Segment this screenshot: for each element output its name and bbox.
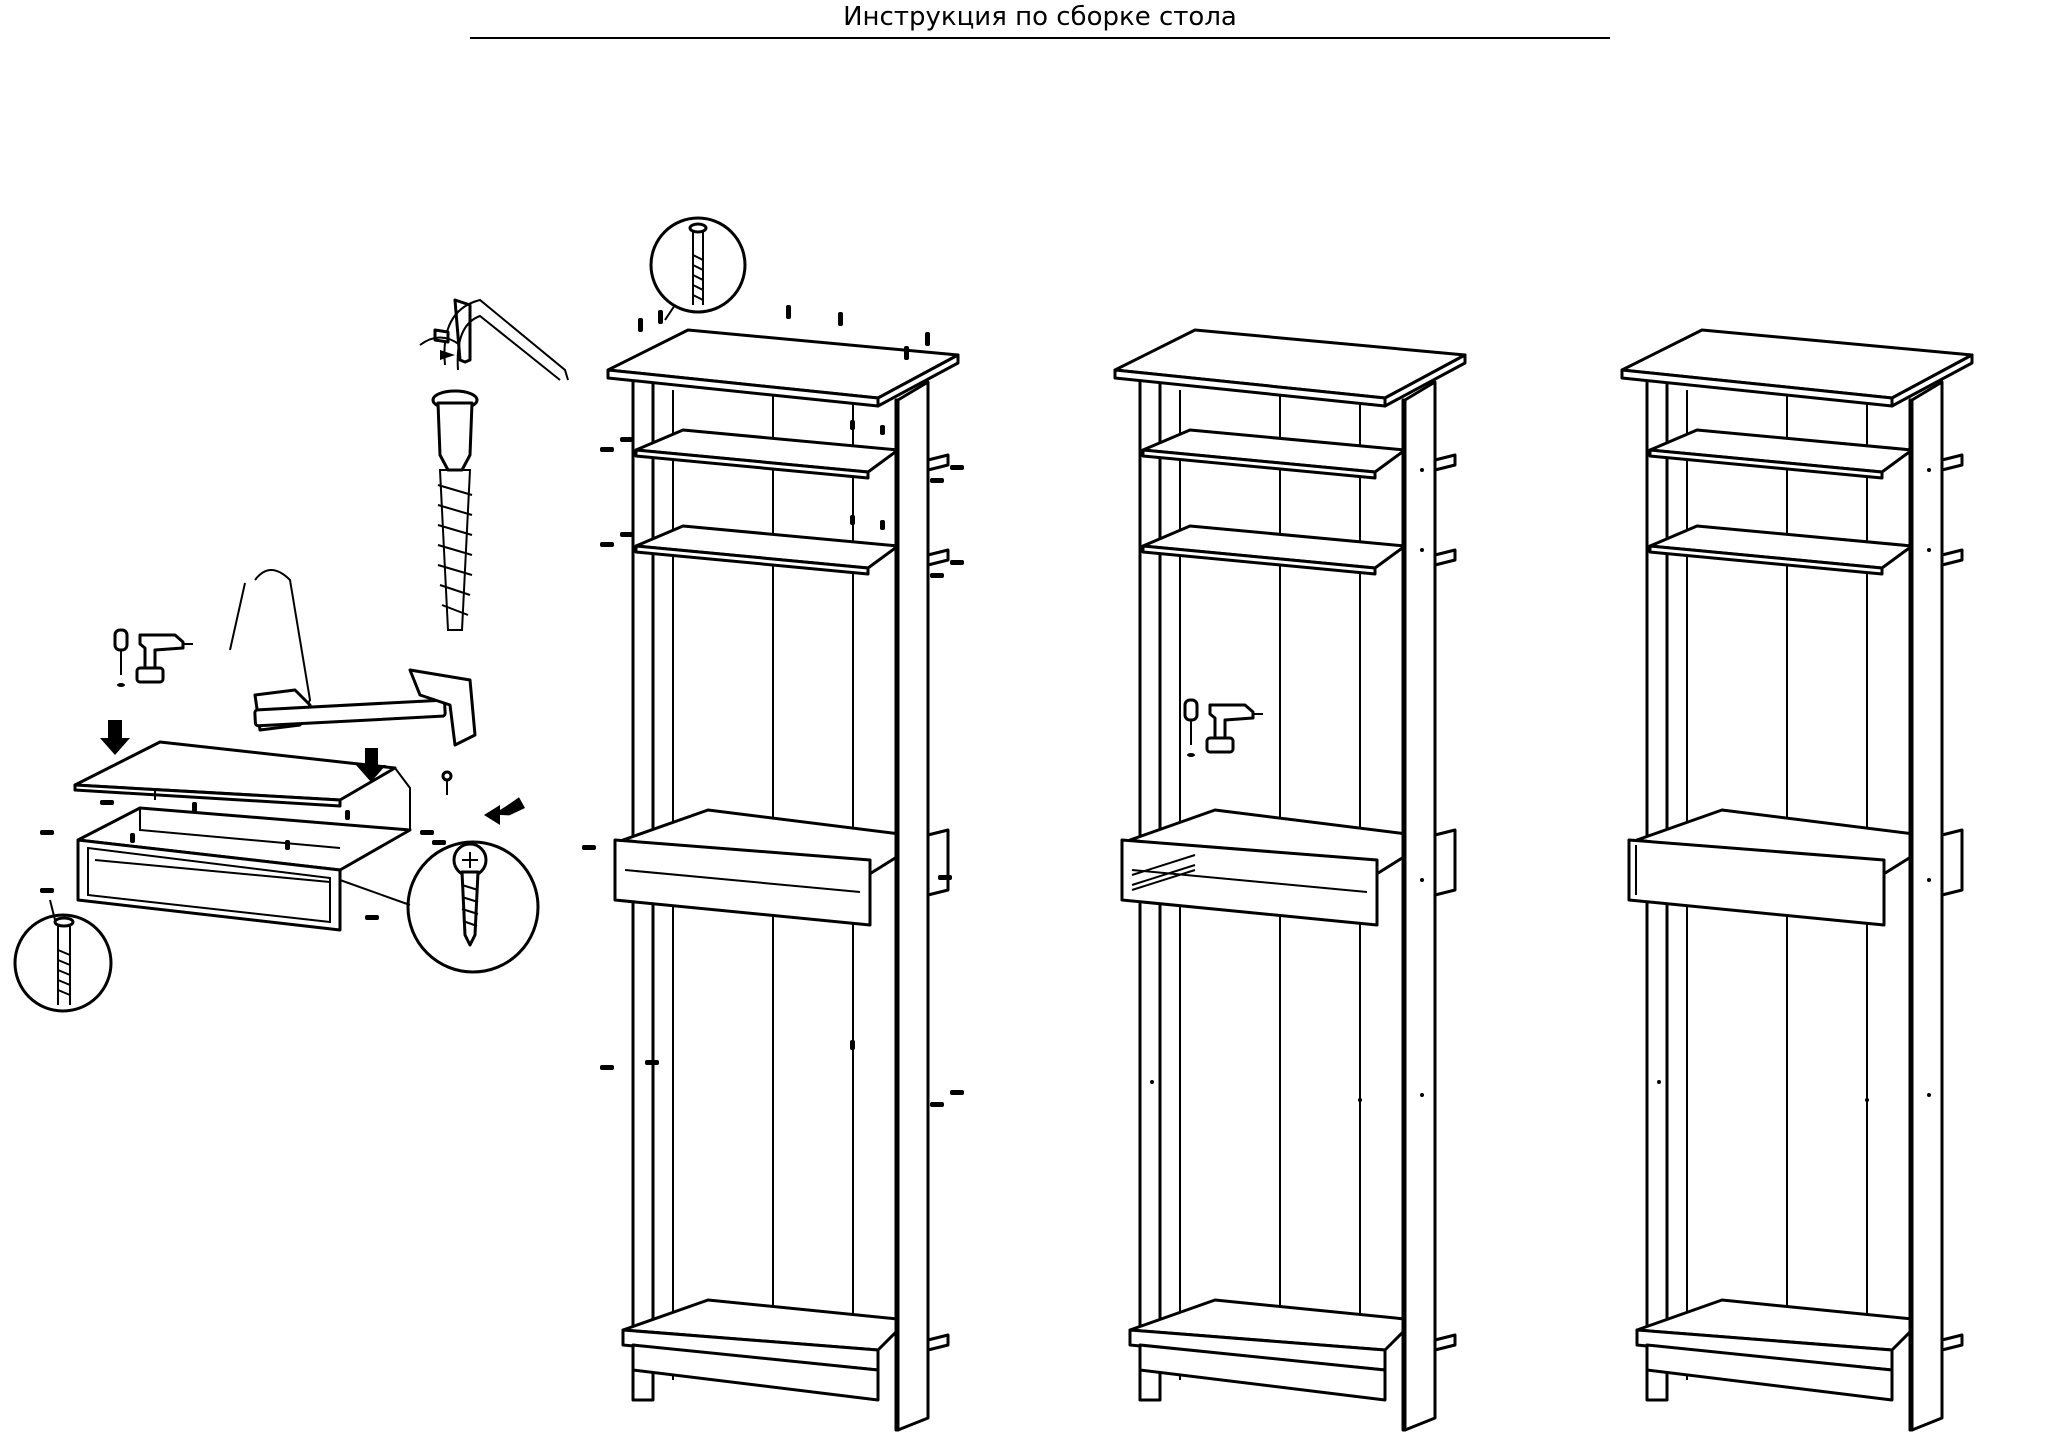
drawer-insertion-step bbox=[1113, 328, 1467, 1432]
frame-assembly-step bbox=[582, 305, 964, 1432]
allen-key-icon bbox=[419, 298, 569, 381]
confirmat-screw-icon bbox=[13, 899, 113, 1013]
arrow-down-icon bbox=[356, 748, 386, 782]
page-title: Инструкция по сборке стола bbox=[843, 2, 1237, 32]
finished-unit-step bbox=[1620, 328, 1974, 1432]
screwdriver-icon bbox=[113, 628, 129, 687]
arrow-left-icon bbox=[484, 797, 526, 825]
hammer-icon bbox=[229, 569, 477, 747]
drill-icon bbox=[1205, 703, 1263, 754]
wood-screw-icon bbox=[339, 840, 540, 974]
nail-icon bbox=[441, 770, 453, 795]
arrow-down-icon bbox=[100, 720, 130, 755]
drawer-assembly-step bbox=[13, 569, 540, 1013]
confirmat-screw-icon bbox=[431, 389, 479, 631]
title-rule bbox=[470, 37, 1610, 39]
drill-icon bbox=[135, 633, 193, 684]
confirmat-screw-icon bbox=[649, 216, 747, 321]
screwdriver-icon bbox=[1183, 698, 1199, 757]
